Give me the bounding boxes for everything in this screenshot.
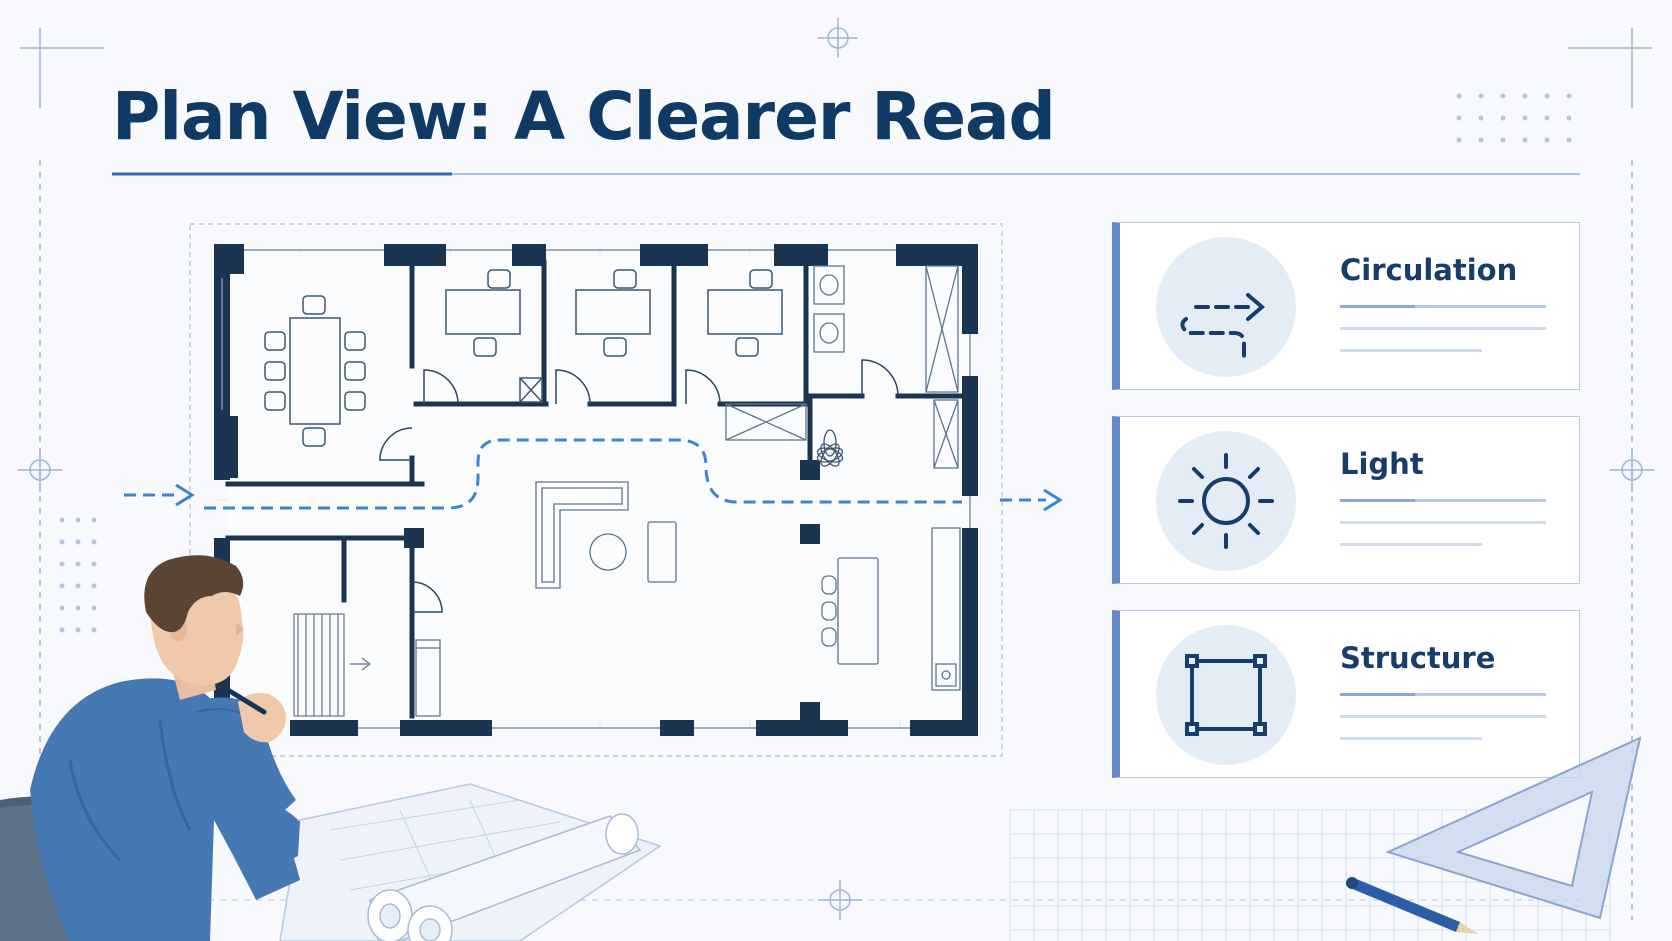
card-light: Light: [1112, 416, 1580, 584]
card-circulation: Circulation: [1112, 222, 1580, 390]
card-label-circulation: Circulation: [1340, 253, 1518, 287]
text-placeholder-line: [1340, 305, 1546, 308]
text-placeholder-line: [1340, 499, 1546, 502]
circulation-path: [204, 438, 962, 510]
pencil: [1346, 877, 1478, 934]
card-label-light: Light: [1340, 447, 1424, 481]
structure-frame-icon: [1156, 625, 1296, 765]
text-placeholder-line: [1340, 521, 1546, 524]
page-title: Plan View: A Clearer Read: [112, 78, 1056, 155]
outer-walls: [214, 244, 978, 736]
text-placeholder-line: [1340, 349, 1482, 352]
plant-icon: [816, 429, 844, 467]
architect-figure: [30, 555, 300, 941]
rolled-blueprints: [367, 813, 642, 941]
circulation-path-icon: [1156, 237, 1296, 377]
text-placeholder-line: [1340, 327, 1546, 330]
exit-arrow: [1000, 488, 1063, 512]
card-label-structure: Structure: [1340, 641, 1496, 675]
entry-arrow: [124, 483, 195, 507]
set-square-ruler: [1385, 736, 1642, 920]
text-placeholder-line: [1340, 693, 1546, 696]
card-structure: Structure: [1112, 610, 1580, 778]
text-placeholder-line: [1340, 737, 1482, 740]
text-placeholder-line: [1340, 715, 1546, 718]
text-placeholder-line: [1340, 543, 1482, 546]
sun-icon: [1156, 431, 1296, 571]
